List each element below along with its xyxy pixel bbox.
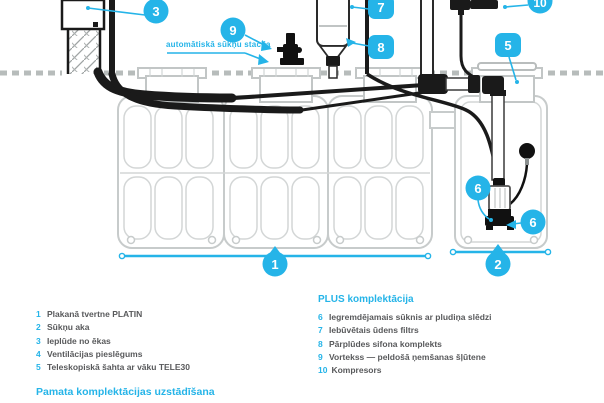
legend-item-6-number: 6 xyxy=(318,312,323,322)
legend-item-10-number: 10 xyxy=(318,365,328,376)
legend-item-1-text: Plakanā tvertne PLATIN xyxy=(47,309,143,319)
callout-3: 3 xyxy=(152,4,159,19)
callout-9-group: 9 xyxy=(167,17,272,65)
pressure-line-and-cables xyxy=(365,0,506,181)
callout-10: 10 xyxy=(533,0,547,10)
dimension-line-1: 1 xyxy=(118,246,432,277)
suction-pump xyxy=(277,33,304,65)
legend-item-2-text: Sūkņu aka xyxy=(47,322,90,333)
legend-item-9: 9 Vortekss — peldošā ņemšanas šļūtene xyxy=(318,351,492,364)
dimension-line-2: 2 xyxy=(449,244,552,277)
tank-connector-pipe xyxy=(429,111,458,129)
legend-right: 6 Iegremdējamais sūknis ar pludiņa slēdz… xyxy=(318,311,492,377)
callout-10-group: 10 xyxy=(503,0,553,14)
legend-item-7: 7 Iebūvētais ūdens filtrs xyxy=(318,324,492,337)
legend-item-1-number: 1 xyxy=(36,309,41,319)
callout-8-group: 8 xyxy=(346,35,394,59)
legend-item-4: 4 Ventilācijas pieslēgums xyxy=(36,348,190,361)
building-wall xyxy=(60,0,106,74)
callout-6: 6 xyxy=(529,215,536,230)
roof-downpipe xyxy=(109,0,115,76)
pump-station-label: automātiskā sūkņu stacija xyxy=(166,40,271,49)
legend-item-3-number: 3 xyxy=(36,335,41,346)
callout-layer: 1 2 3 9 xyxy=(86,0,553,277)
callout-6: 6 xyxy=(474,181,481,196)
callout-6a-group: 6 xyxy=(465,175,493,222)
flat-tank-battery xyxy=(117,95,433,249)
legend-item-5-text: Teleskopiskā šahta ar vāku TELE30 xyxy=(47,362,190,373)
legend-item-6-text: Iegremdējamais sūknis ar pludiņa slēdzi xyxy=(329,312,492,322)
legend-item-3: 3 Ieplūde no ēkas xyxy=(36,335,190,348)
callout-7-group: 7 xyxy=(350,0,394,19)
legend-item-3-text: Ieplūde no ēkas xyxy=(47,335,111,346)
callout-5-group: 5 xyxy=(495,33,521,84)
legend-item-8-text: Pārplūdes sifona komplekts xyxy=(329,338,442,349)
legend-item-2-number: 2 xyxy=(36,322,41,333)
legend-item-9-number: 9 xyxy=(318,351,323,362)
callout-5: 5 xyxy=(504,38,511,53)
legend-item-7-text: Iebūvētais ūdens filtrs xyxy=(329,325,419,336)
legend-item-5: 5 Teleskopiskā šahta ar vāku TELE30 xyxy=(36,361,190,374)
legend-item-5-number: 5 xyxy=(36,362,41,373)
tank-system-diagram: 1 2 3 9 xyxy=(0,0,604,277)
legend-item-8-number: 8 xyxy=(318,338,323,349)
legend-item-10-text: Kompresors xyxy=(331,365,382,376)
legend-item-8: 8 Pārplūdes sifona komplekts xyxy=(318,338,492,351)
legend-item-4-number: 4 xyxy=(36,348,41,359)
callout-6b-group: 6 xyxy=(506,209,546,235)
callout-2: 2 xyxy=(494,257,501,272)
legend-item-1: 1 Plakanā tvertne PLATIN xyxy=(36,308,190,321)
legend-item-4-text: Ventilācijas pieslēgums xyxy=(47,348,143,359)
legend-item-9-text: Vortekss — peldošā ņemšanas šļūtene xyxy=(329,351,486,362)
callout-3-group: 3 xyxy=(86,0,169,24)
legend-right-header: PLUS komplektācija xyxy=(318,294,414,305)
inline-filter xyxy=(316,0,350,79)
callout-7: 7 xyxy=(377,0,384,15)
base-kit-section-header: Pamata komplektācijas uzstādīšana xyxy=(36,386,215,398)
callout-9: 9 xyxy=(229,23,236,38)
legend-item-6: 6 Iegremdējamais sūknis ar pludiņa slēdz… xyxy=(318,311,492,324)
legend-item-7-number: 7 xyxy=(318,325,323,336)
legend-item-10: 10 Kompresors xyxy=(318,364,492,377)
callout-8: 8 xyxy=(377,40,384,55)
legend-item-2: 2 Sūkņu aka xyxy=(36,321,190,334)
callout-1: 1 xyxy=(271,257,278,272)
legend-left: 1 Plakanā tvertne PLATIN 2 Sūkņu aka 3 I… xyxy=(36,308,190,374)
